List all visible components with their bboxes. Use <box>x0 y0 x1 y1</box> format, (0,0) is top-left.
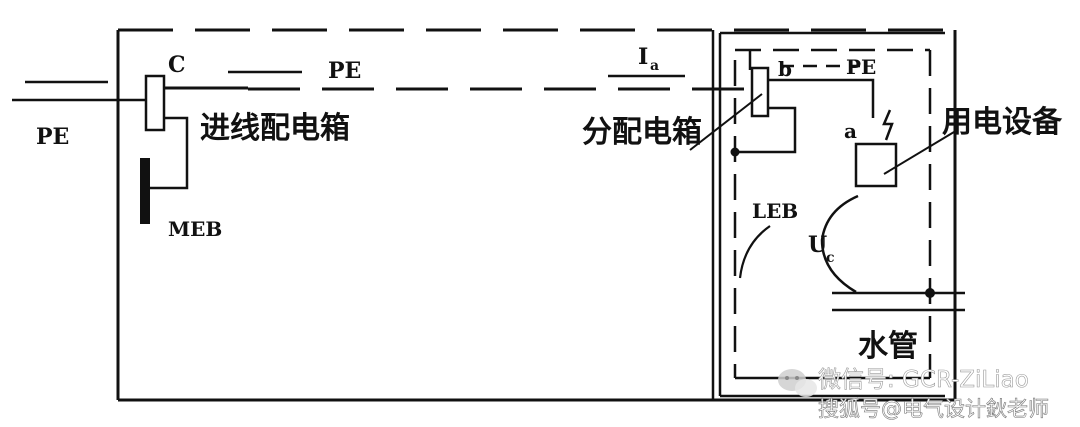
leb-curve-arrow <box>738 225 771 279</box>
equipment-pe-wire <box>768 78 875 118</box>
meb-connection-wire <box>150 116 189 190</box>
leb-loop-conductors <box>733 48 932 380</box>
leb-label: LEB <box>752 199 798 223</box>
incoming-pe-conductor <box>12 80 148 102</box>
equipment-box <box>854 142 898 188</box>
main-distribution-box-label: 进线配电箱 <box>200 111 350 146</box>
room-partition <box>711 30 945 400</box>
watermark: 微信号: GCR-ZiLiao 搜狐号@电气设计鈥老师 <box>778 367 1049 421</box>
node-c-label: C <box>168 52 186 78</box>
main-pe-conductor <box>164 86 755 91</box>
watermark-line-2: 搜狐号@电气设计鈥老师 <box>818 397 1049 421</box>
current-label: I <box>638 44 648 70</box>
building-outline <box>116 28 957 402</box>
equipment-label: 用电设备 <box>942 105 1063 140</box>
current-subscript: a <box>650 58 659 74</box>
meb-terminal-bar <box>140 158 150 224</box>
incoming-pe-label: PE <box>36 124 69 150</box>
equipment-leader-line <box>883 131 955 175</box>
wechat-icon <box>778 369 817 397</box>
sub-box-leb-wire <box>735 106 797 154</box>
main-distribution-busbar <box>144 74 166 132</box>
voltage-label: U <box>808 232 827 258</box>
pe-sub-label: PE <box>846 55 876 79</box>
pe-top-label: PE <box>328 58 361 84</box>
sub-distribution-busbar <box>750 66 770 118</box>
meb-label: MEB <box>168 217 222 241</box>
touch-voltage-arc <box>820 194 859 294</box>
sub-box-leader-line <box>689 93 763 151</box>
node-b-label: b <box>778 57 792 81</box>
voltage-subscript: c <box>826 250 835 266</box>
fault-lightning-icon <box>882 109 894 141</box>
water-pipe <box>832 291 965 312</box>
watermark-line-1: 微信号: GCR-ZiLiao <box>818 367 1029 393</box>
water-pipe-junction-dot <box>925 288 935 298</box>
water-pipe-label: 水管 <box>858 329 918 364</box>
sub-distribution-box-label: 分配电箱 <box>582 115 702 150</box>
node-a-label: a <box>844 119 857 143</box>
